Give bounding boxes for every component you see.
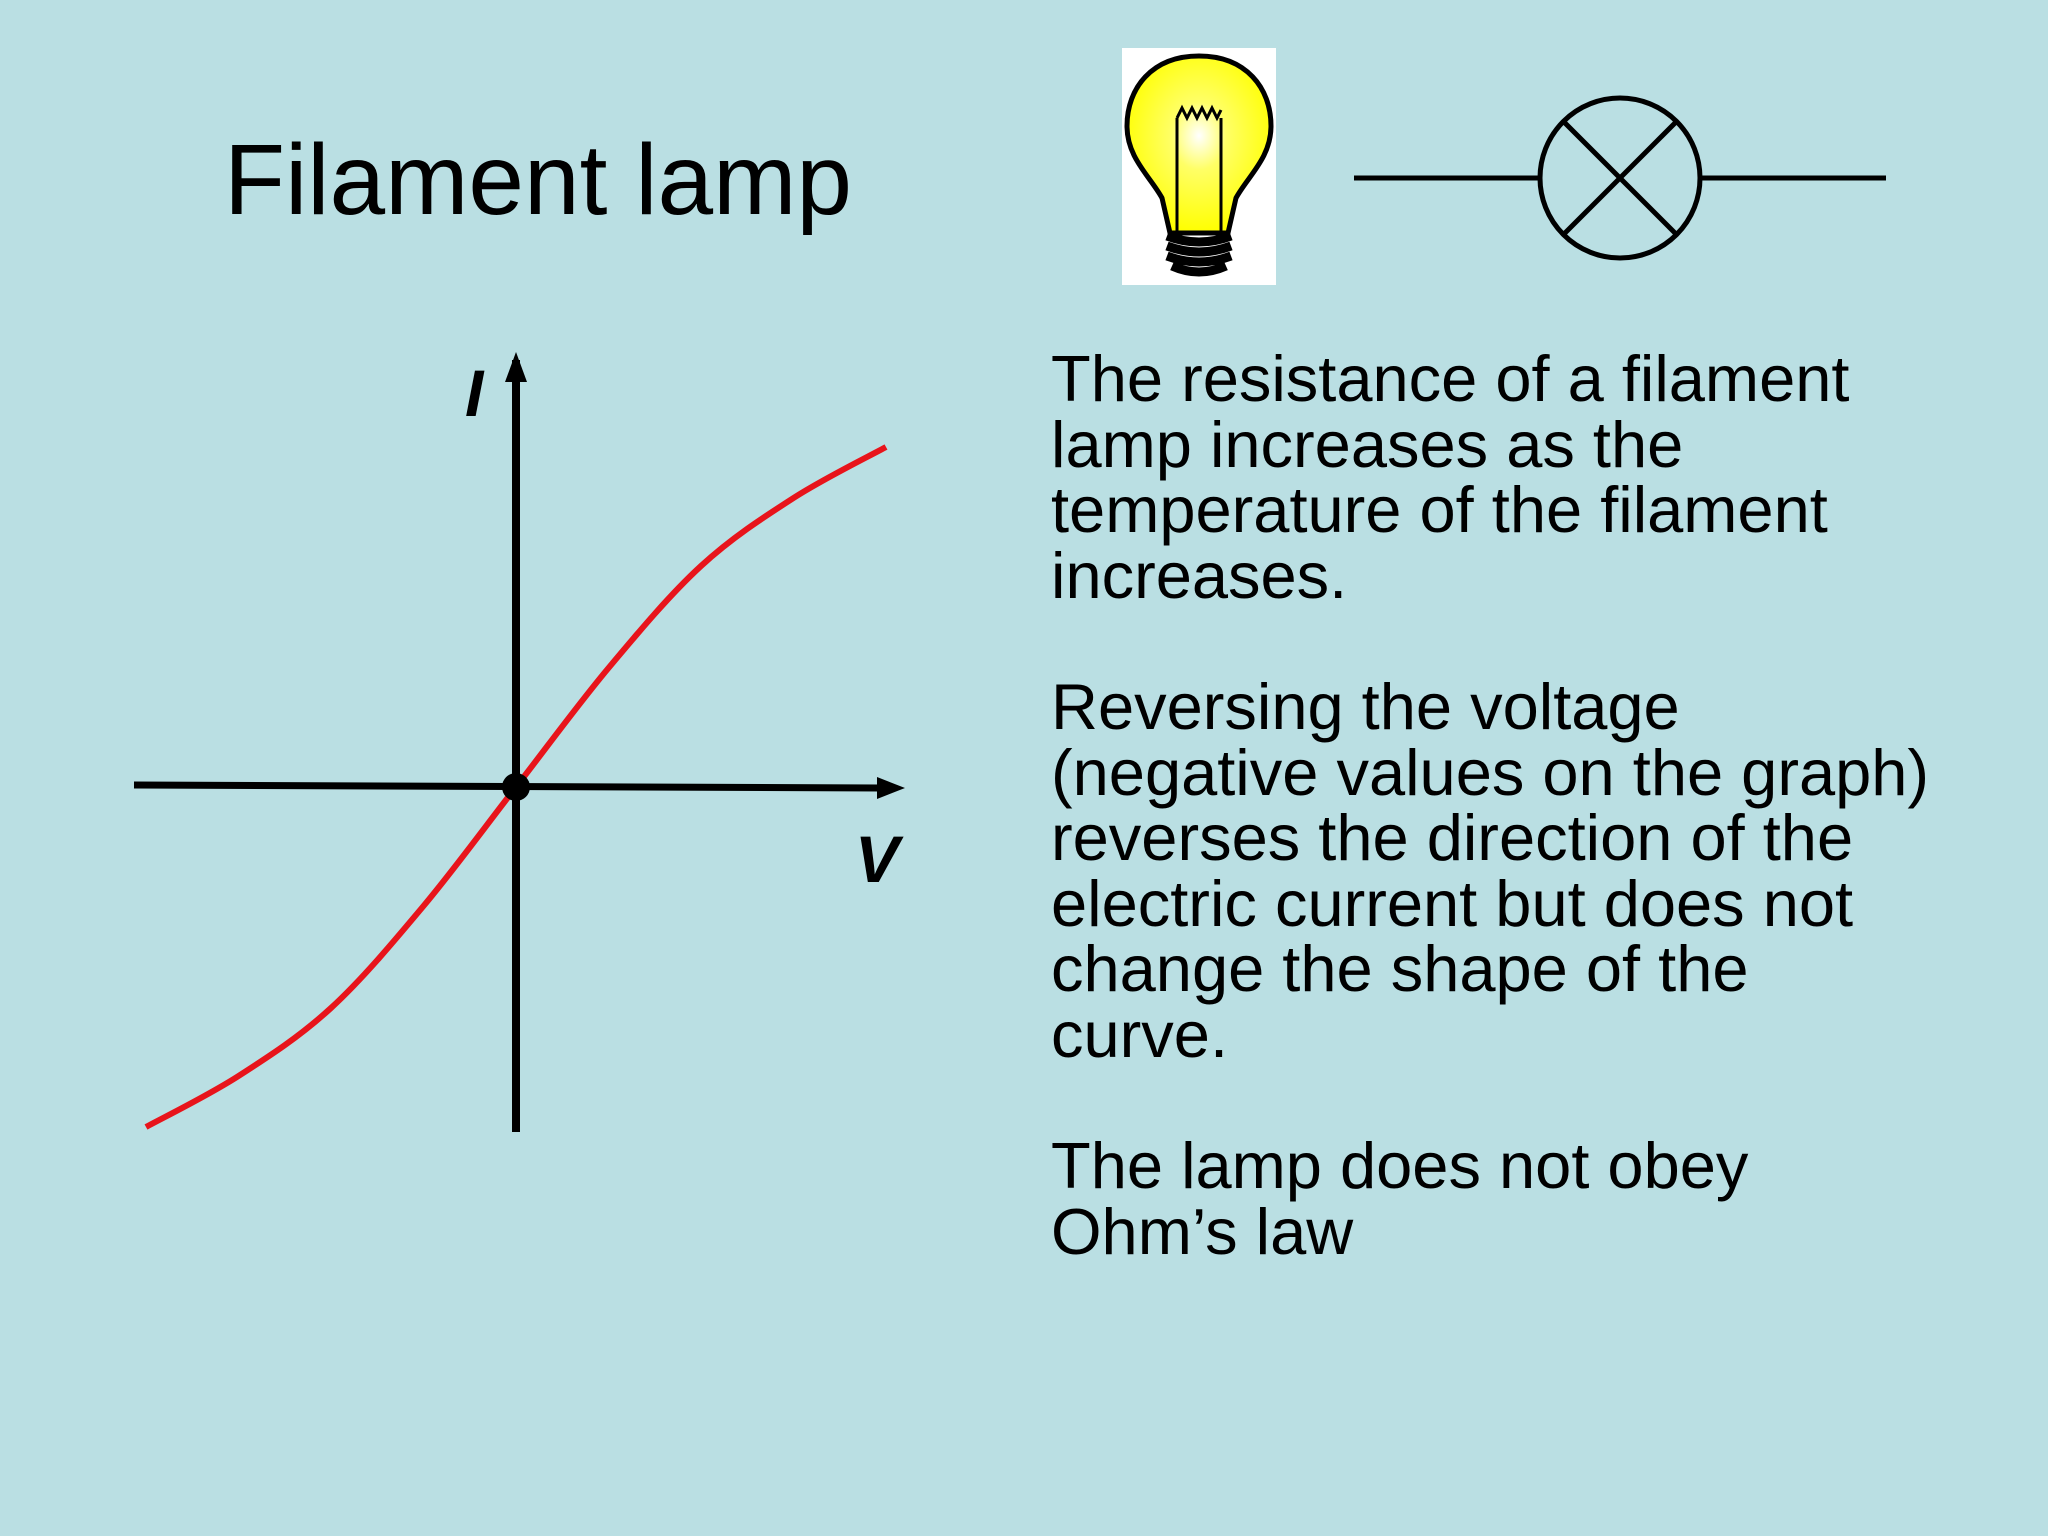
paragraph-ohms-law: The lamp does not obey Ohm’s law bbox=[1051, 1129, 1749, 1268]
light-bulb-icon bbox=[1122, 48, 1276, 285]
explanation-text: The resistance of a filament lamp increa… bbox=[1051, 346, 2041, 1330]
lamp-circuit-symbol bbox=[1350, 90, 1890, 270]
iv-graph: I V bbox=[0, 300, 1000, 1200]
slide-title: Filament lamp bbox=[224, 124, 852, 236]
paragraph-reversing: Reversing the voltage (negative values o… bbox=[1051, 670, 1930, 1071]
origin-point bbox=[502, 773, 530, 801]
y-axis bbox=[505, 352, 527, 1132]
paragraph-resistance: The resistance of a filament lamp increa… bbox=[1051, 342, 1850, 612]
y-axis-label: I bbox=[465, 356, 485, 430]
x-axis-label: V bbox=[855, 822, 904, 896]
